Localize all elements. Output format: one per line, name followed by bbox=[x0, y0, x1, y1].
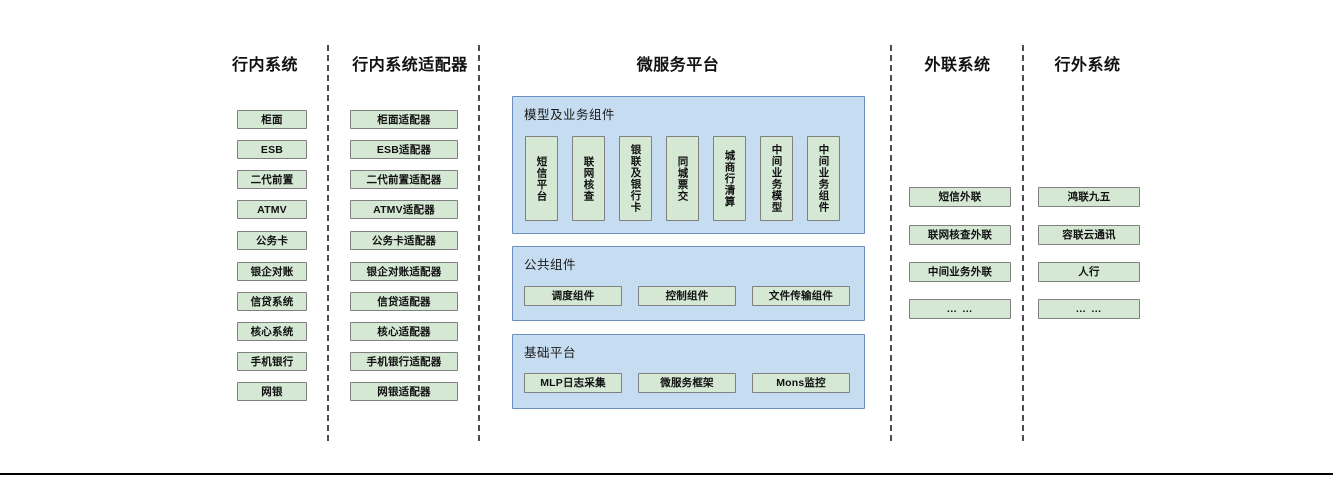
list-item[interactable]: 手机银行适配器 bbox=[350, 352, 458, 371]
list-item[interactable]: 银企对账 bbox=[237, 262, 307, 281]
list-item[interactable]: 公务卡 bbox=[237, 231, 307, 250]
list-item[interactable]: 短信外联 bbox=[909, 187, 1011, 207]
list-item[interactable]: Mons监控 bbox=[752, 373, 850, 393]
list-item[interactable]: ESB bbox=[237, 140, 307, 159]
list-item[interactable]: 调度组件 bbox=[524, 286, 622, 306]
list-item[interactable]: 柜面适配器 bbox=[350, 110, 458, 129]
list-item[interactable]: … … bbox=[1038, 299, 1140, 319]
list-item[interactable]: MLP日志采集 bbox=[524, 373, 622, 393]
group-public-components bbox=[512, 246, 865, 321]
list-item[interactable]: 二代前置适配器 bbox=[350, 170, 458, 189]
list-item[interactable]: 容联云通讯 bbox=[1038, 225, 1140, 245]
list-item[interactable]: 同城票交 bbox=[666, 136, 699, 221]
list-item[interactable]: 中间业务外联 bbox=[909, 262, 1011, 282]
column-title-in-bank-adapters: 行内系统适配器 bbox=[352, 57, 468, 74]
page-bottom-rule bbox=[0, 473, 1333, 475]
list-item[interactable]: 文件传输组件 bbox=[752, 286, 850, 306]
list-item[interactable]: 中间业务组件 bbox=[807, 136, 840, 221]
column-divider-1 bbox=[327, 45, 329, 441]
list-item[interactable]: 城商行清算 bbox=[713, 136, 746, 221]
list-item[interactable]: ATMV bbox=[237, 200, 307, 219]
group-label-model-business-components: 模型及业务组件 bbox=[524, 108, 616, 122]
list-item[interactable]: 联网核查外联 bbox=[909, 225, 1011, 245]
list-item[interactable]: 柜面 bbox=[237, 110, 307, 129]
list-item[interactable]: 核心适配器 bbox=[350, 322, 458, 341]
group-label-public-components: 公共组件 bbox=[524, 258, 577, 272]
list-item[interactable]: 网银 bbox=[237, 382, 307, 401]
list-item[interactable]: 银联及银行卡 bbox=[619, 136, 652, 221]
group-base-platform bbox=[512, 334, 865, 409]
list-item[interactable]: 银企对账适配器 bbox=[350, 262, 458, 281]
list-item[interactable]: 人行 bbox=[1038, 262, 1140, 282]
list-item[interactable]: 短信平台 bbox=[525, 136, 558, 221]
list-item[interactable]: ESB适配器 bbox=[350, 140, 458, 159]
list-item[interactable]: 公务卡适配器 bbox=[350, 231, 458, 250]
list-item[interactable]: 手机银行 bbox=[237, 352, 307, 371]
column-title-outside-bank-systems: 行外系统 bbox=[1054, 57, 1121, 74]
list-item[interactable]: ATMV适配器 bbox=[350, 200, 458, 219]
column-divider-2 bbox=[478, 45, 480, 441]
list-item[interactable]: 中间业务模型 bbox=[760, 136, 793, 221]
list-item[interactable]: 信贷适配器 bbox=[350, 292, 458, 311]
list-item[interactable]: 联网核查 bbox=[572, 136, 605, 221]
list-item[interactable]: 信贷系统 bbox=[237, 292, 307, 311]
list-item[interactable]: 鸿联九五 bbox=[1038, 187, 1140, 207]
column-divider-3 bbox=[890, 45, 892, 441]
list-item[interactable]: 控制组件 bbox=[638, 286, 736, 306]
column-title-in-bank-systems: 行内系统 bbox=[231, 57, 298, 74]
list-item[interactable]: 网银适配器 bbox=[350, 382, 458, 401]
list-item[interactable]: 二代前置 bbox=[237, 170, 307, 189]
list-item[interactable]: 核心系统 bbox=[237, 322, 307, 341]
list-item[interactable]: 微服务框架 bbox=[638, 373, 736, 393]
group-label-base-platform: 基础平台 bbox=[524, 346, 577, 360]
column-divider-4 bbox=[1022, 45, 1024, 441]
list-item[interactable]: … … bbox=[909, 299, 1011, 319]
column-title-external-link-systems: 外联系统 bbox=[924, 57, 991, 74]
column-title-microservice-platform: 微服务平台 bbox=[636, 57, 720, 74]
